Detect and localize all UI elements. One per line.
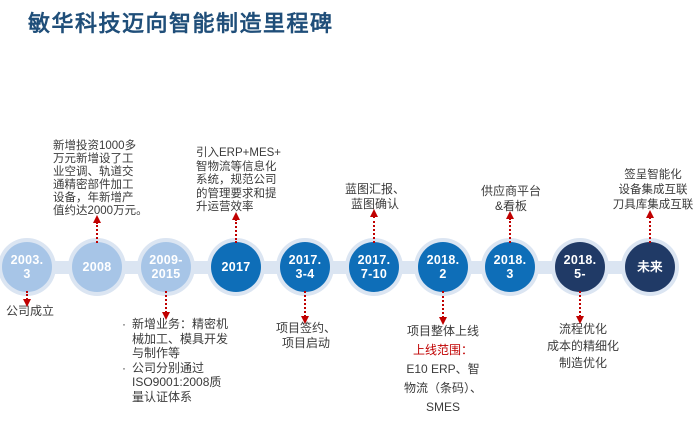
milestone-circle-2009-2015: 2009-2015 <box>141 242 191 292</box>
annotation-line: 设备集成互联 <box>618 184 688 196</box>
annotation-line: 物流（条码）、 <box>403 381 482 395</box>
annotation-line: &看板 <box>494 199 527 213</box>
annotation-line: 新增投资1000多 <box>53 140 137 152</box>
annotation-line: 业空调、轨道交 <box>53 166 134 178</box>
arrow-icon <box>370 209 378 217</box>
bullet-dot: · <box>122 317 126 331</box>
annotation-line: 项目整体上线 <box>406 324 479 338</box>
leader-line <box>23 291 31 307</box>
milestone-annotation-2017: 引入ERP+MES+智物流等信息化系统，规范公司的管理要求和提升运营效率 <box>196 147 304 215</box>
milestone-annotation-2018-5: 流程优化成本的精细化制造优化 <box>531 321 635 372</box>
milestone-circle-2018-3: 2018.3 <box>485 242 535 292</box>
annotation-line: E10 ERP、智 <box>406 362 480 376</box>
milestone-label: 2017.3-4 <box>288 253 322 281</box>
milestone-label: 2003.3 <box>10 253 44 281</box>
milestone-annotation-2003-3: 公司成立 <box>6 304 98 319</box>
leader-line <box>576 291 584 324</box>
milestone-label: 2017.7-10 <box>357 253 391 281</box>
page-title: 敏华科技迈向智能制造里程碑 <box>28 11 334 36</box>
milestone-annotation-2009-2015: ·新增业务：精密机械加工、模具开发与制作等·公司分别通过ISO9001:2008… <box>122 317 232 404</box>
milestone-circle-2003-3: 2003.3 <box>2 242 52 292</box>
arrow-icon <box>301 316 309 324</box>
bullet-item: ·新增业务：精密机械加工、模具开发与制作等 <box>122 317 229 360</box>
annotation-line: 项目启动 <box>281 336 330 350</box>
milestone-annotation-future: 签呈智能化设备集成互联刀具库集成互联 <box>606 168 700 213</box>
milestone-label: 2018.5- <box>563 253 597 281</box>
annotation-line: 公司成立 <box>6 304 55 318</box>
annotation-line: 成本的精细化 <box>546 339 619 353</box>
arrow-icon <box>439 317 447 325</box>
annotation-line: 升运营效率 <box>196 201 254 213</box>
annotation-line: 引入ERP+MES+ <box>196 147 281 159</box>
annotation-line: 项目签约、 <box>275 321 336 335</box>
milestone-annotation-2018-3: 供应商平台&看板 <box>468 184 554 214</box>
arrow-icon <box>506 211 514 219</box>
annotation-line: 制造优化 <box>558 356 607 370</box>
leader-line <box>370 209 378 243</box>
bullet-dot: · <box>122 360 126 375</box>
milestone-circle-2017-3-4: 2017.3-4 <box>280 242 330 292</box>
annotation-line: SMES <box>425 400 460 414</box>
arrow-icon <box>162 312 170 320</box>
milestone-circle-2018-2: 2018.2 <box>418 242 468 292</box>
bullet-item: ·公司分别通过ISO9001:2008质量认证体系 <box>122 360 222 404</box>
annotation-line: 蓝图汇报、 <box>344 182 405 196</box>
milestone-label: 2008 <box>82 260 112 274</box>
arrow-icon <box>232 211 240 220</box>
leader-line <box>646 210 654 243</box>
milestone-annotation-2018-2: 项目整体上线上线范围： E10 ERP、智物流（条码）、 SMES <box>393 322 493 417</box>
annotation-line: 上线范围： <box>412 343 473 357</box>
annotation-line: 设备，年新增产 <box>53 192 134 204</box>
leader-line <box>439 291 447 325</box>
milestone-annotation-2017-7-10: 蓝图汇报、蓝图确认 <box>334 182 416 212</box>
milestone-annotation-2017-3-4: 项目签约、项目启动 <box>261 321 351 351</box>
arrow-icon <box>23 299 31 307</box>
leader-line <box>162 291 170 320</box>
annotation-line: 的管理要求和提 <box>196 187 277 200</box>
annotation-line: 流程优化 <box>558 322 607 336</box>
milestone-label: 2009-2015 <box>149 253 183 281</box>
milestone-label: 2017 <box>221 260 251 274</box>
annotation-line: 蓝图确认 <box>350 197 399 211</box>
leader-line <box>232 211 240 243</box>
annotation-line: 万元新增设了工 <box>53 153 134 165</box>
leader-line <box>506 211 514 243</box>
annotation-line: 刀具库集成互联 <box>612 199 694 211</box>
milestone-circle-2018-5: 2018.5- <box>555 242 605 292</box>
leader-line <box>301 291 309 324</box>
annotation-line: 签呈智能化 <box>624 169 682 181</box>
milestone-circle-future: 未来 <box>625 242 675 292</box>
arrow-icon <box>646 210 654 218</box>
milestone-circle-2017: 2017 <box>211 242 261 292</box>
arrow-icon <box>93 215 101 223</box>
milestone-label: 2018.2 <box>426 253 460 281</box>
annotation-line: 系统，规范公司 <box>196 174 277 186</box>
leader-line <box>93 215 101 243</box>
arrow-icon <box>576 316 584 324</box>
milestone-annotation-2008: 新增投资1000多万元新增设了工业空调、轨道交通精密部件加工设备，年新增产值约达… <box>53 140 165 218</box>
annotation-line: 值约达2000万元。 <box>53 205 148 217</box>
annotation-line: 智物流等信息化 <box>196 160 277 173</box>
milestone-label: 未来 <box>637 260 663 274</box>
annotation-line: 通精密部件加工 <box>53 179 134 191</box>
milestone-label: 2018.3 <box>493 253 527 281</box>
annotation-line: 供应商平台 <box>480 184 541 198</box>
milestone-circle-2017-7-10: 2017.7-10 <box>349 242 399 292</box>
milestone-circle-2008: 2008 <box>72 242 122 292</box>
